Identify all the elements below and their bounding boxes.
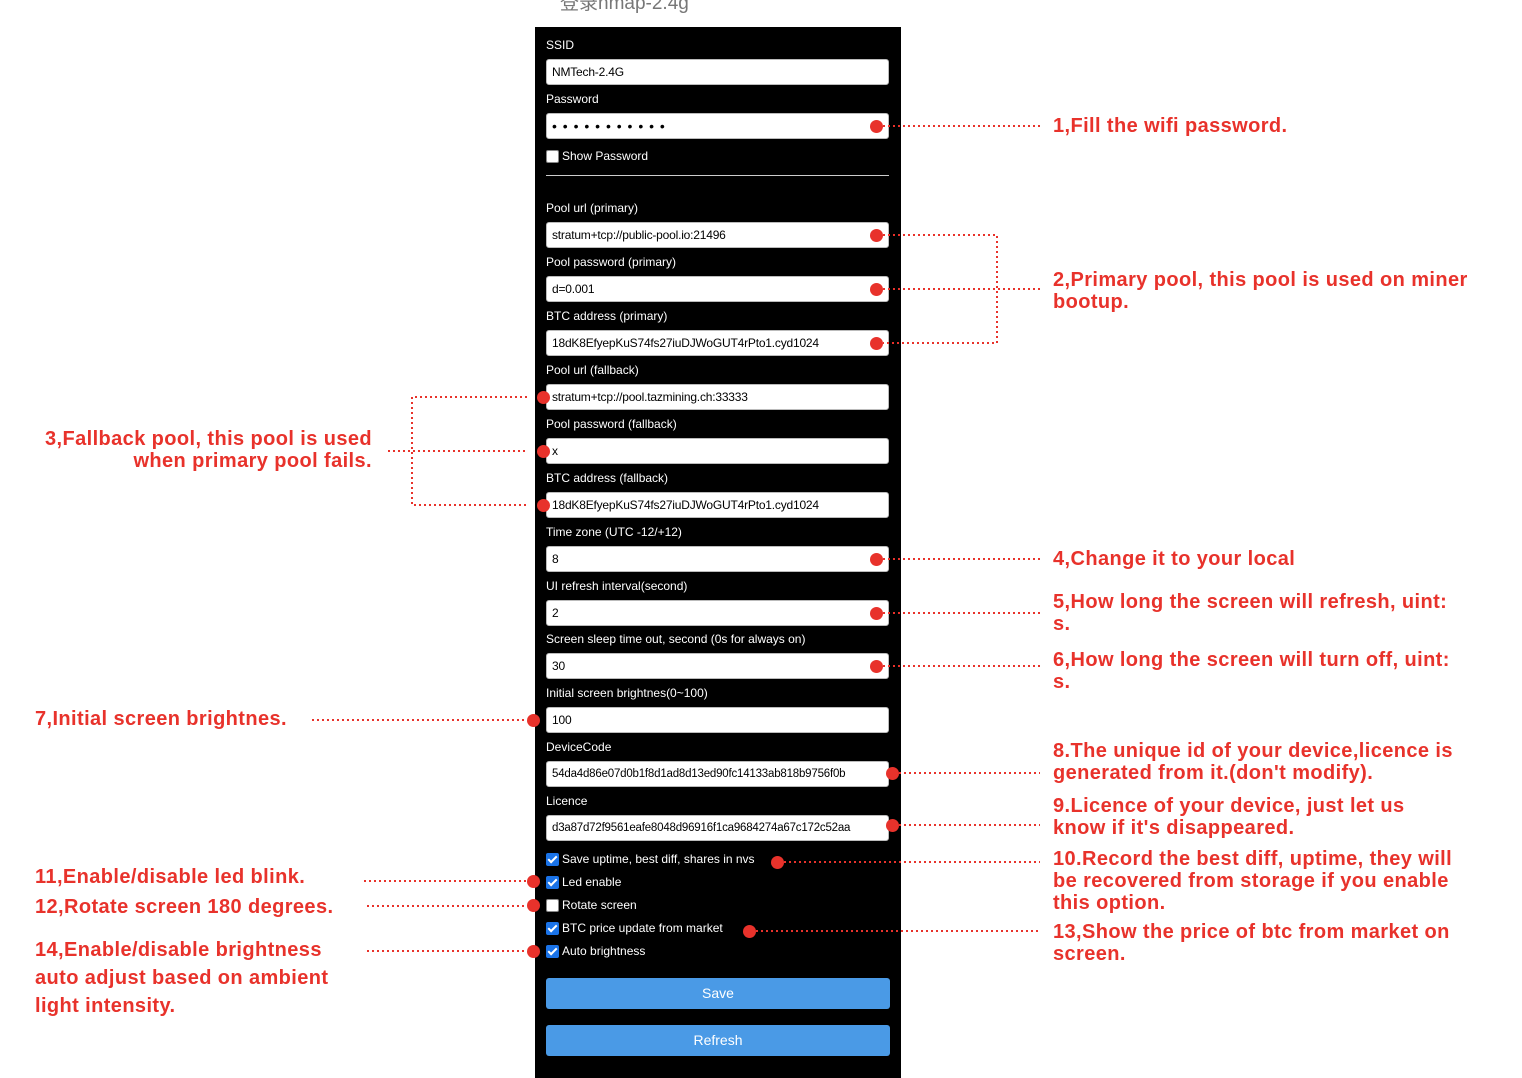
annotation-dot-device-code	[886, 767, 899, 780]
auto-brightness-label: Auto brightness	[562, 944, 646, 958]
password-input[interactable]: • • • • • • • • • • •	[546, 113, 889, 139]
ui-refresh-label: UI refresh interval(second)	[546, 579, 688, 593]
btc-price-label: BTC price update from market	[562, 921, 723, 935]
licence-label: Licence	[546, 794, 588, 808]
annotation-1: 1,Fill the wifi password.	[1053, 115, 1288, 137]
show-password-checkbox[interactable]	[546, 149, 559, 163]
timezone-input[interactable]: 8	[546, 546, 889, 572]
sleep-timeout-label: Screen sleep time out, second (0s for al…	[546, 632, 806, 646]
btc-address-fallback-input[interactable]: 18dK8EfyepKuS74fs27iuDJWoGUT4rPto1.cyd10…	[546, 492, 889, 518]
annotation-7: 7,Initial screen brightnes.	[35, 708, 287, 730]
annotation-2: 2,Primary pool, this pool is used on min…	[1053, 269, 1468, 313]
led-enable-row[interactable]: Led enable	[546, 875, 621, 889]
annotation-dot-pool-url-primary	[870, 229, 883, 242]
rotate-screen-label: Rotate screen	[562, 898, 637, 912]
auto-brightness-row[interactable]: Auto brightness	[546, 944, 645, 958]
save-nvs-row[interactable]: Save uptime, best diff, shares in nvs	[546, 852, 755, 866]
led-enable-label: Led enable	[562, 875, 622, 889]
led-enable-checkbox[interactable]	[546, 875, 559, 889]
annotation-9: 9.Licence of your device, just let us kn…	[1053, 795, 1405, 839]
show-password-label: Show Password	[562, 149, 649, 163]
device-code-input[interactable]: 54da4d86e07d0b1f8d1ad8d13ed90fc14133ab81…	[546, 761, 889, 787]
pool-url-fallback-input[interactable]: stratum+tcp://pool.tazmining.ch:33333	[546, 384, 889, 410]
pool-password-primary-label: Pool password (primary)	[546, 255, 677, 269]
annotation-dot-pool-url-fallback	[537, 391, 550, 404]
annotation-dot-timezone	[870, 553, 883, 566]
pool-password-fallback-label: Pool password (fallback)	[546, 417, 677, 431]
save-nvs-label: Save uptime, best diff, shares in nvs	[562, 852, 755, 866]
ssid-label: SSID	[546, 38, 575, 52]
password-label: Password	[546, 92, 599, 106]
annotation-dot-btc-address-fallback	[537, 499, 550, 512]
annotation-dot-pool-password-primary	[870, 283, 883, 296]
annotation-dot-btc-address-primary	[870, 337, 883, 350]
refresh-button[interactable]: Refresh	[546, 1025, 890, 1056]
save-button[interactable]: Save	[546, 978, 890, 1009]
annotation-dot-led-enable	[527, 875, 540, 888]
show-password-row[interactable]: Show Password	[546, 149, 648, 163]
pool-password-fallback-input[interactable]: x	[546, 438, 889, 464]
btc-price-row[interactable]: BTC price update from market	[546, 921, 723, 935]
annotation-10: 10.Record the best diff, uptime, they wi…	[1053, 848, 1453, 914]
sleep-timeout-input[interactable]: 30	[546, 653, 889, 679]
section-divider	[546, 175, 889, 176]
annotation-dot-password	[870, 120, 883, 133]
annotation-dot-sleep-timeout	[870, 660, 883, 673]
brightness-label: Initial screen brightnes(0~100)	[546, 686, 708, 700]
annotation-11: 11,Enable/disable led blink.	[35, 866, 306, 888]
timezone-label: Time zone (UTC -12/+12)	[546, 525, 682, 539]
pool-url-fallback-label: Pool url (fallback)	[546, 363, 639, 377]
btc-address-primary-input[interactable]: 18dK8EfyepKuS74fs27iuDJWoGUT4rPto1.cyd10…	[546, 330, 889, 356]
annotation-4: 4,Change it to your local	[1053, 548, 1296, 570]
licence-input[interactable]: d3a87d72f9561eafe8048d96916f1ca9684274a6…	[546, 815, 889, 841]
ssid-input[interactable]: NMTech-2.4G	[546, 59, 889, 85]
annotation-13: 13,Show the price of btc from market on …	[1053, 921, 1450, 965]
annotation-dot-save-nvs	[771, 856, 784, 869]
config-form-panel: SSID NMTech-2.4G Password • • • • • • • …	[535, 27, 901, 1078]
annotation-6: 6,How long the screen will turn off, uin…	[1053, 649, 1450, 693]
btc-price-checkbox[interactable]	[546, 921, 559, 935]
auto-brightness-checkbox[interactable]	[546, 944, 559, 958]
annotation-dot-ui-refresh	[870, 607, 883, 620]
page-title: 登录nmap-2.4g	[560, 0, 689, 14]
pool-url-primary-label: Pool url (primary)	[546, 201, 639, 215]
rotate-screen-checkbox[interactable]	[546, 898, 559, 912]
annotation-5: 5,How long the screen will refresh, uint…	[1053, 591, 1448, 635]
annotation-dot-auto-brightness	[527, 945, 540, 958]
ui-refresh-input[interactable]: 2	[546, 600, 889, 626]
annotation-dot-btc-price	[743, 925, 756, 938]
save-nvs-checkbox[interactable]	[546, 852, 559, 866]
btc-address-primary-label: BTC address (primary)	[546, 309, 668, 323]
annotation-dot-pool-password-fallback	[537, 445, 550, 458]
device-code-label: DeviceCode	[546, 740, 612, 754]
annotation-8: 8.The unique id of your device,licence i…	[1053, 740, 1453, 784]
annotation-dot-brightness	[527, 714, 540, 727]
rotate-screen-row[interactable]: Rotate screen	[546, 898, 637, 912]
annotation-12: 12,Rotate screen 180 degrees.	[35, 896, 334, 918]
annotation-dot-rotate-screen	[527, 899, 540, 912]
btc-address-fallback-label: BTC address (fallback)	[546, 471, 669, 485]
pool-url-primary-input[interactable]: stratum+tcp://public-pool.io:21496	[546, 222, 889, 248]
annotation-3: 3,Fallback pool, this pool is used when …	[45, 428, 372, 472]
annotation-dot-licence	[886, 819, 899, 832]
annotation-14: 14,Enable/disable brightness auto adjust…	[35, 939, 329, 1017]
brightness-input[interactable]: 100	[546, 707, 889, 733]
